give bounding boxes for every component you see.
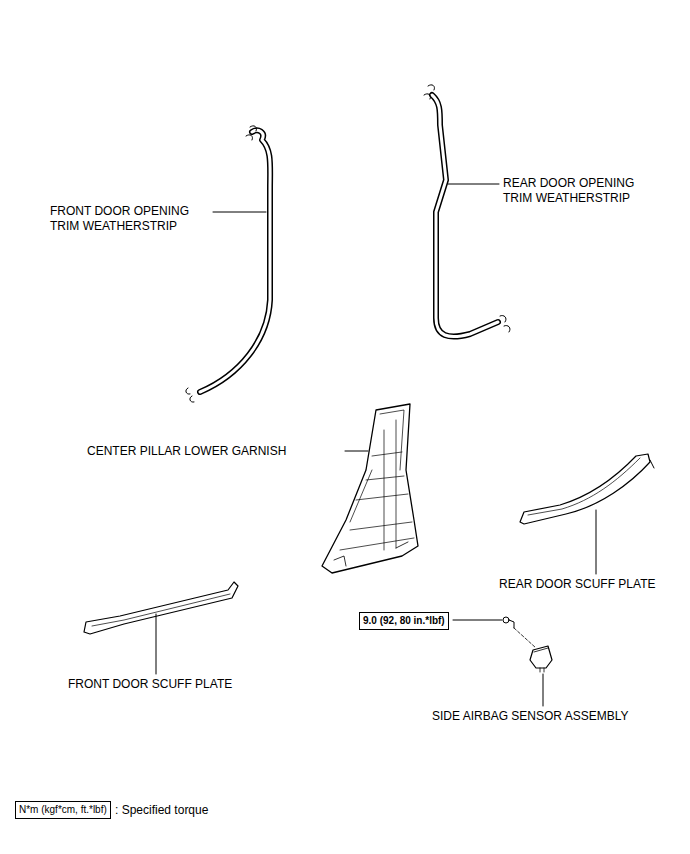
part-name: FRONT DOOR SCUFF PLATE	[68, 677, 268, 692]
part-name: REAR DOOR SCUFF PLATE	[499, 577, 689, 592]
box-text: N*m (kgf*cm, ft.*lbf)	[19, 804, 107, 816]
unit-box: N*m (kgf*cm, ft.*lbf)	[15, 801, 111, 819]
part-name: FRONT DOOR OPENING TRIM WEATHERSTRIP	[50, 204, 215, 234]
part-name: REAR DOOR OPENING TRIM WEATHERSTRIP	[503, 176, 663, 206]
box-text: 9.0 (92, 80 in.*lbf)	[363, 615, 445, 627]
legend-text: : Specified torque	[115, 803, 275, 818]
part-name: CENTER PILLAR LOWER GARNISH	[87, 444, 347, 459]
part-name: SIDE AIRBAG SENSOR ASSEMBLY	[432, 709, 662, 724]
torque-box: 9.0 (92, 80 in.*lbf)	[359, 612, 449, 630]
